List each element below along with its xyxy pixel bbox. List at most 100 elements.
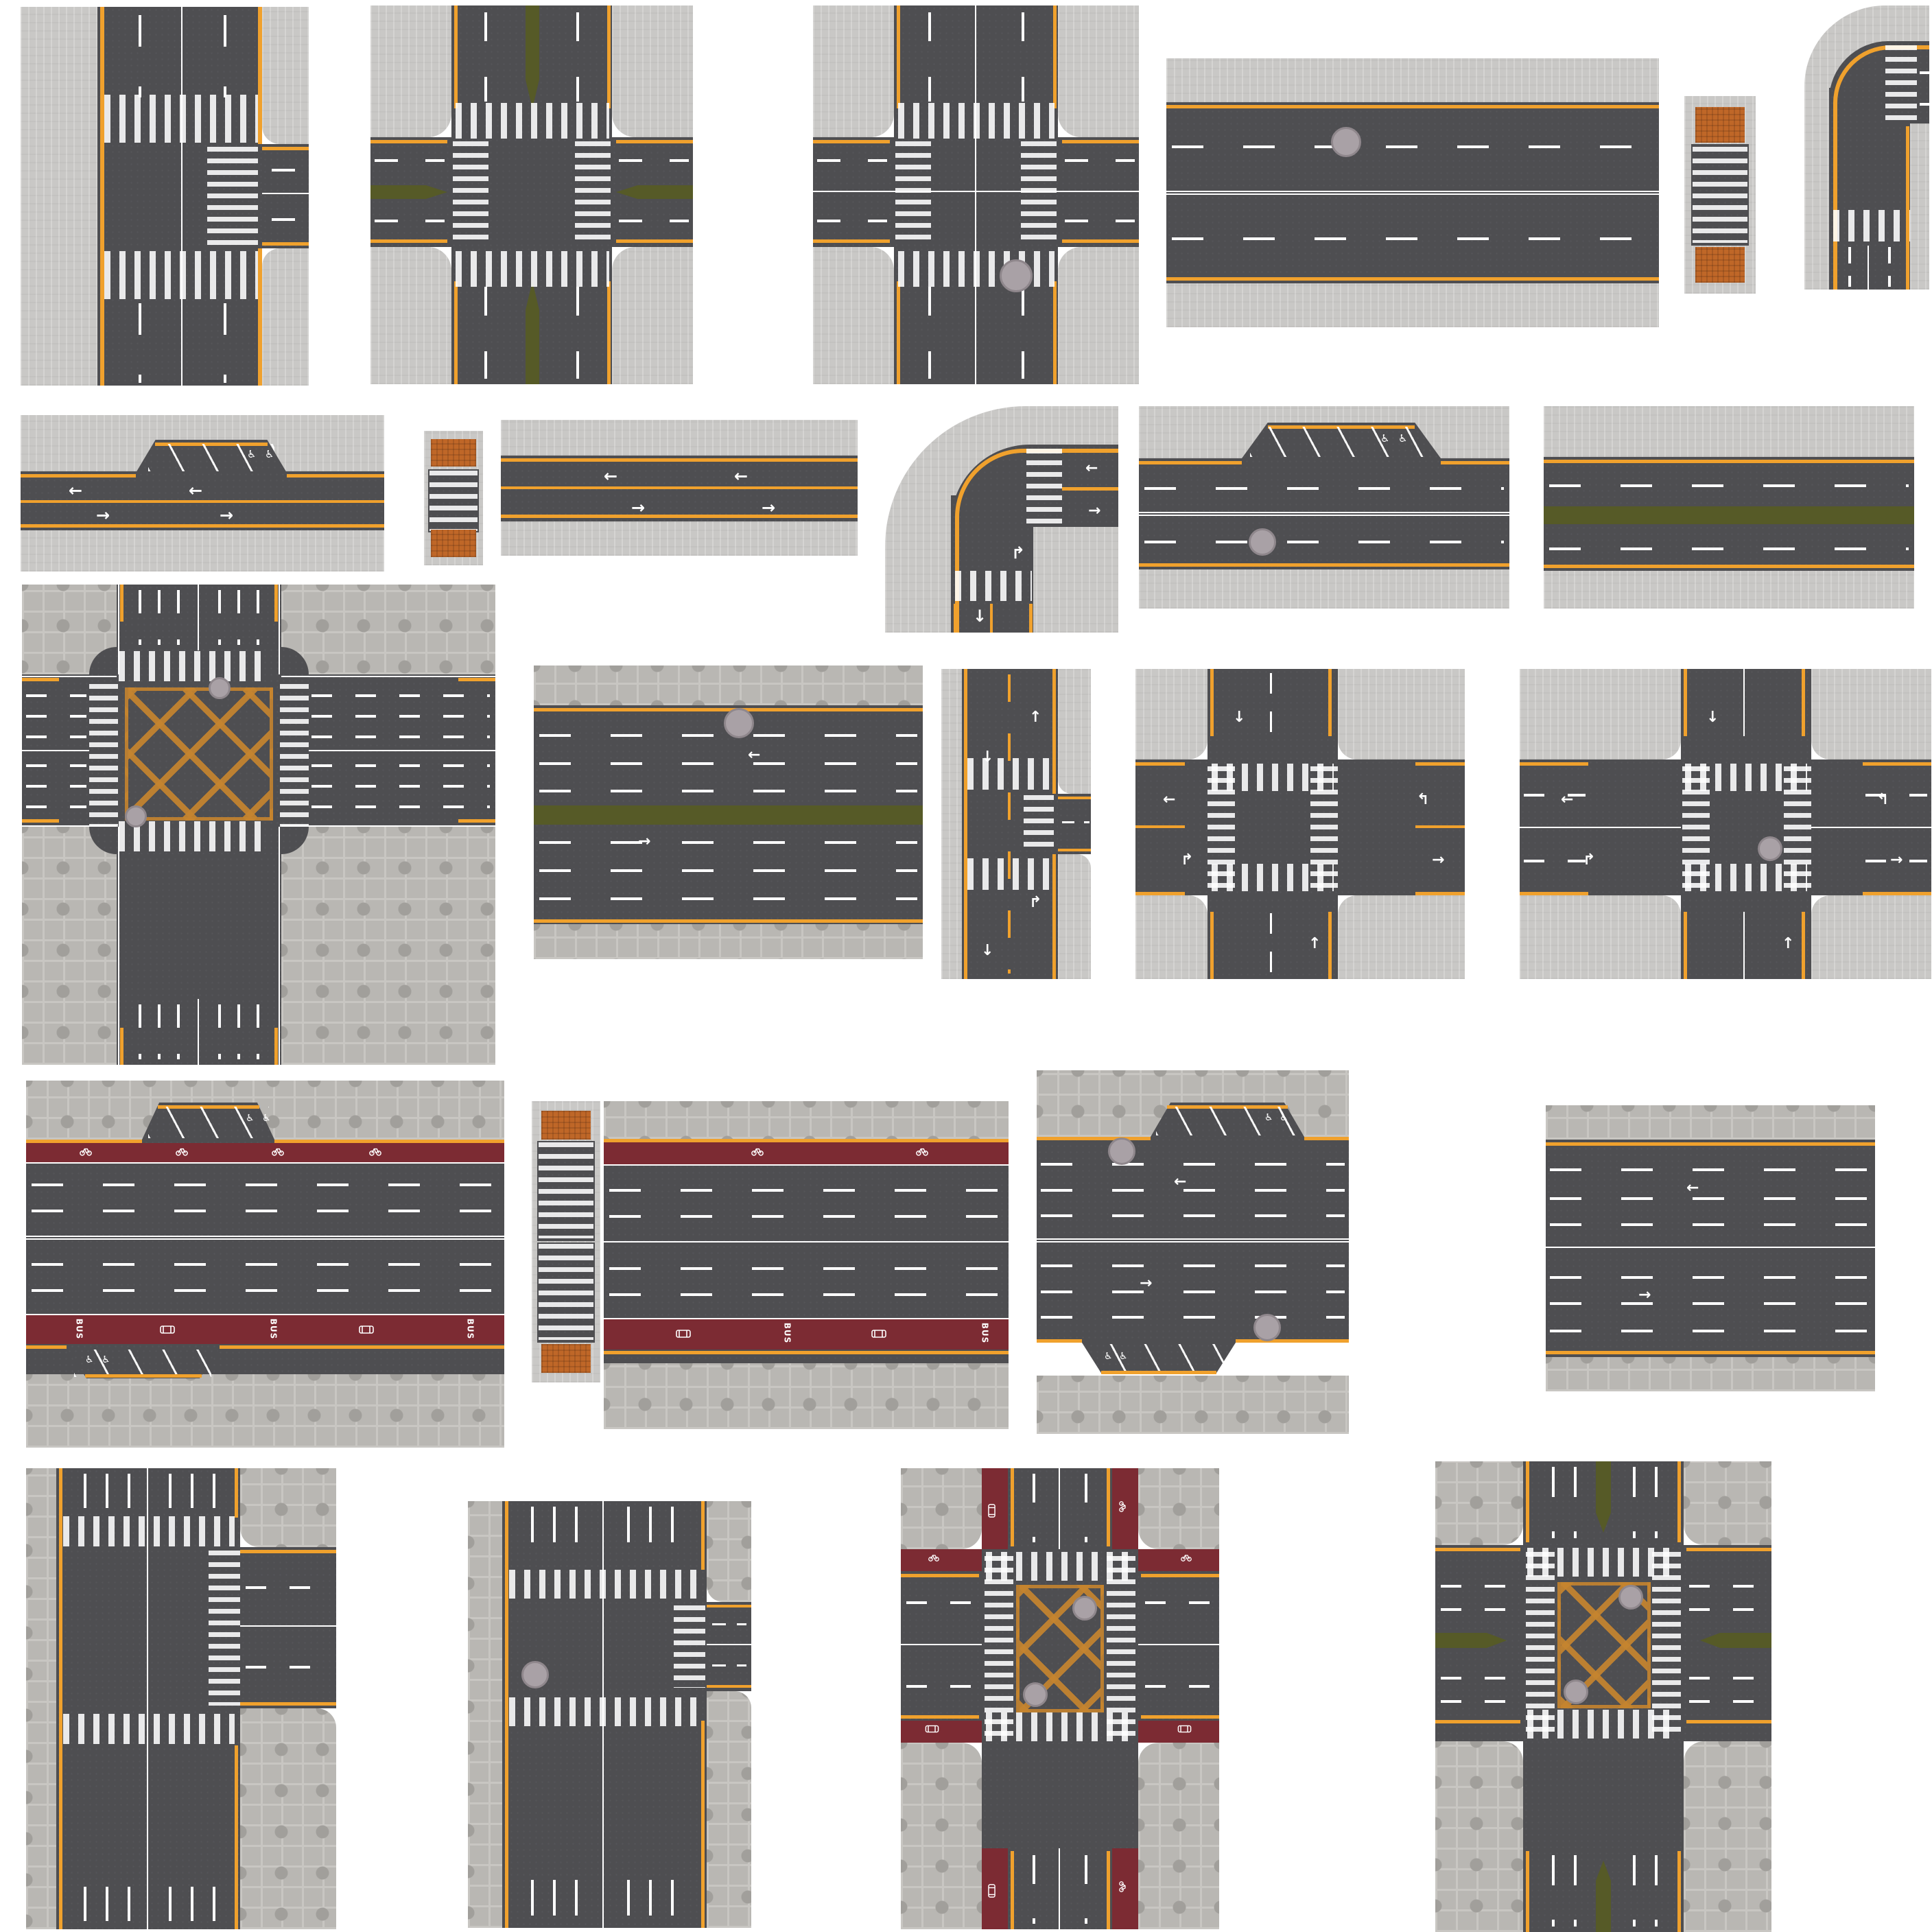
parking-bay-stripes	[1156, 1107, 1299, 1135]
lane-dashes	[213, 1474, 215, 1513]
lane-dashes	[712, 1664, 746, 1666]
sidewalk	[941, 669, 962, 979]
sidewalk	[1338, 895, 1465, 979]
sidewalk-paved	[534, 665, 923, 705]
edge-line-yellow	[1011, 1851, 1014, 1929]
manhole-cover-icon	[209, 677, 231, 699]
lane-dashes	[1041, 1316, 1345, 1319]
median-green	[534, 805, 923, 825]
edge-line-yellow	[1677, 1461, 1681, 1542]
bus-icon	[676, 1330, 691, 1338]
edge-line-yellow	[1062, 487, 1118, 491]
lane-dashes	[1085, 1474, 1087, 1542]
sidewalk-paved	[604, 1363, 1009, 1429]
lane-dashes	[928, 12, 931, 102]
arrow-right-icon: →	[762, 498, 776, 517]
arrow-up-icon: ↑	[1029, 709, 1042, 726]
lane-dashes	[619, 220, 689, 222]
median-green	[1700, 1633, 1771, 1648]
arrow-right-icon: →	[1140, 1275, 1153, 1292]
wheelchair-icon: ♿	[1280, 1112, 1288, 1123]
road-asphalt	[1166, 102, 1659, 283]
edge-line-yellow	[1686, 1548, 1771, 1551]
lane-dashes	[1552, 1855, 1555, 1927]
edge-line-yellow	[1435, 1548, 1520, 1551]
lane-dashes	[1085, 1855, 1087, 1924]
bicycle-icon	[1119, 1501, 1127, 1512]
parking-bay-stripes	[74, 1350, 211, 1377]
crosswalk-zebra	[453, 141, 488, 240]
bus-bike-lane-red	[26, 1143, 504, 1162]
crosswalk-zebra	[985, 1556, 1013, 1736]
bicycle-icon	[1181, 1553, 1192, 1562]
sidewalk	[370, 5, 451, 137]
tile-road-two-lane-arrows: ←←→→	[501, 420, 858, 556]
lane-line-white	[22, 825, 117, 827]
sidewalk	[1544, 406, 1914, 457]
tile-corner-road-small	[1804, 5, 1929, 290]
wheelchair-icon: ♿	[1104, 1351, 1113, 1362]
lane-dashes	[1655, 1467, 1658, 1538]
lane-line-white	[1743, 912, 1745, 979]
edge-line-yellow	[616, 140, 693, 143]
edge-line-yellow	[990, 604, 993, 633]
lane-dashes	[257, 1004, 259, 1059]
sidewalk-paved	[901, 1743, 982, 1929]
lane-dashes	[237, 590, 240, 645]
lane-dashes	[609, 1267, 1003, 1270]
edge-line-yellow	[501, 486, 858, 489]
tile-cross-intersection-green-medians	[370, 5, 693, 384]
bicycle-icon	[751, 1146, 764, 1156]
bus-bike-lane-red	[604, 1319, 1009, 1350]
lane-dashes	[1441, 1677, 1518, 1680]
lane-dashes	[539, 897, 917, 900]
edge-line-yellow	[1544, 460, 1914, 463]
crosswalk-zebra	[456, 103, 609, 139]
manhole-cover-icon	[125, 805, 147, 827]
edge-line-yellow	[1520, 892, 1588, 895]
edge-line-yellow	[1863, 762, 1931, 766]
edge-line-yellow	[85, 1374, 202, 1378]
edge-line-yellow	[1304, 1137, 1349, 1140]
edge-line-yellow	[274, 1140, 504, 1143]
parking-bay-stripes	[148, 444, 274, 471]
lane-dashes	[1172, 237, 1653, 240]
edge-line-yellow	[22, 819, 59, 823]
edge-line-yellow	[21, 500, 384, 503]
sidewalk	[1520, 669, 1681, 759]
lane-dashes	[375, 159, 445, 162]
lane-dashes	[1633, 1855, 1636, 1927]
lane-dashes	[1441, 1700, 1518, 1703]
edge-line-yellow	[604, 1351, 1009, 1354]
lane-dashes	[191, 1474, 193, 1513]
edge-line-yellow	[1415, 762, 1465, 766]
sidewalk	[813, 247, 894, 384]
edge-line-yellow	[287, 474, 384, 478]
edge-line-yellow	[1062, 140, 1139, 143]
crosswalk-zebra	[119, 651, 268, 681]
lane-line-white	[26, 1236, 504, 1237]
crosswalk-zebra	[1833, 210, 1910, 242]
edge-line-yellow	[1135, 892, 1185, 895]
sidewalk	[1135, 669, 1208, 759]
edge-line-yellow	[1052, 669, 1056, 794]
crosswalk-zebra	[1021, 141, 1057, 240]
sidewalk-paved	[707, 1501, 751, 1602]
road-asphalt	[1058, 794, 1091, 854]
tile-box-junction-green-medians	[1435, 1461, 1771, 1932]
edge-line-yellow	[1328, 669, 1332, 736]
crosswalk-zebra	[967, 758, 1052, 790]
road-asphalt	[262, 144, 309, 248]
arrow-left-icon: ←	[189, 481, 203, 500]
arrow-right-icon: →	[1088, 502, 1101, 519]
lane-dashes	[26, 694, 86, 697]
tile-tee-intersection-large	[26, 1468, 336, 1929]
edge-line-yellow	[1166, 105, 1659, 108]
sidewalk	[21, 7, 97, 386]
edge-line-yellow	[454, 281, 458, 384]
lane-line-white	[262, 193, 309, 194]
lane-dashes	[106, 1887, 108, 1927]
road-asphalt	[240, 1547, 336, 1708]
lane-dashes	[213, 1887, 215, 1927]
